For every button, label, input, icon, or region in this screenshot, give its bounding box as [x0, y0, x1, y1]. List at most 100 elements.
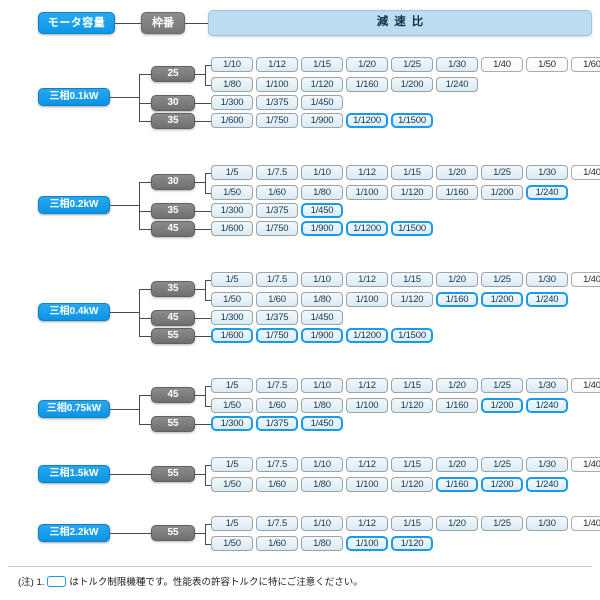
- ratio-chip[interactable]: 1/600: [211, 113, 253, 128]
- ratio-chip[interactable]: 1/10: [301, 516, 343, 531]
- ratio-chip[interactable]: 1/20: [436, 378, 478, 393]
- ratio-chip-torque-limited[interactable]: 1/240: [526, 477, 568, 492]
- ratio-chip[interactable]: 1/20: [436, 516, 478, 531]
- ratio-chip[interactable]: 1/10: [301, 378, 343, 393]
- ratio-chip-torque-limited[interactable]: 1/240: [526, 398, 568, 413]
- ratio-chip[interactable]: 1/120: [391, 398, 433, 413]
- ratio-chip-torque-limited[interactable]: 1/160: [436, 477, 478, 492]
- ratio-chip[interactable]: 1/750: [256, 113, 298, 128]
- frame-number-pill[interactable]: 45: [151, 310, 195, 326]
- ratio-chip[interactable]: 1/375: [256, 203, 298, 218]
- ratio-chip[interactable]: 1/10: [301, 272, 343, 287]
- ratio-chip[interactable]: 1/10: [211, 57, 253, 72]
- ratio-chip[interactable]: 1/80: [301, 292, 343, 307]
- ratio-chip-torque-limited[interactable]: 1/240: [526, 292, 568, 307]
- ratio-chip[interactable]: 1/900: [301, 113, 343, 128]
- ratio-chip[interactable]: 1/80: [211, 77, 253, 92]
- ratio-chip-torque-limited[interactable]: 1/900: [301, 328, 343, 343]
- ratio-chip[interactable]: 1/750: [256, 221, 298, 236]
- ratio-chip-torque-limited[interactable]: 1/1200: [346, 113, 388, 128]
- ratio-chip[interactable]: 1/80: [301, 536, 343, 551]
- ratio-chip[interactable]: 1/5: [211, 516, 253, 531]
- ratio-chip[interactable]: 1/7.5: [256, 457, 298, 472]
- ratio-chip[interactable]: 1/15: [391, 457, 433, 472]
- ratio-chip-torque-limited[interactable]: 1/1200: [346, 328, 388, 343]
- ratio-chip[interactable]: 1/20: [436, 457, 478, 472]
- ratio-chip[interactable]: 1/375: [256, 95, 298, 110]
- ratio-chip[interactable]: 1/40: [571, 516, 600, 531]
- ratio-chip-torque-limited[interactable]: 1/1200: [346, 221, 388, 236]
- ratio-chip[interactable]: 1/375: [256, 310, 298, 325]
- ratio-chip[interactable]: 1/10: [301, 165, 343, 180]
- ratio-chip[interactable]: 1/60: [256, 185, 298, 200]
- ratio-chip[interactable]: 1/200: [481, 185, 523, 200]
- ratio-chip[interactable]: 1/30: [526, 457, 568, 472]
- ratio-chip[interactable]: 1/100: [256, 77, 298, 92]
- ratio-chip[interactable]: 1/120: [391, 477, 433, 492]
- ratio-chip[interactable]: 1/50: [211, 477, 253, 492]
- ratio-chip[interactable]: 1/5: [211, 378, 253, 393]
- ratio-chip[interactable]: 1/100: [346, 292, 388, 307]
- ratio-chip-torque-limited[interactable]: 1/200: [481, 292, 523, 307]
- ratio-chip[interactable]: 1/25: [481, 516, 523, 531]
- motor-capacity-pill[interactable]: 三相0.75kW: [38, 400, 110, 418]
- ratio-chip[interactable]: 1/100: [346, 398, 388, 413]
- ratio-chip[interactable]: 1/7.5: [256, 378, 298, 393]
- ratio-chip[interactable]: 1/450: [301, 310, 343, 325]
- ratio-chip[interactable]: 1/80: [301, 398, 343, 413]
- ratio-chip[interactable]: 1/30: [526, 378, 568, 393]
- ratio-chip[interactable]: 1/50: [211, 185, 253, 200]
- ratio-chip[interactable]: 1/40: [571, 165, 600, 180]
- ratio-chip[interactable]: 1/60: [256, 398, 298, 413]
- ratio-chip[interactable]: 1/120: [391, 292, 433, 307]
- ratio-chip[interactable]: 1/5: [211, 457, 253, 472]
- frame-number-pill[interactable]: 35: [151, 203, 195, 219]
- ratio-chip-torque-limited[interactable]: 1/240: [526, 185, 568, 200]
- frame-number-pill[interactable]: 55: [151, 525, 195, 541]
- ratio-chip[interactable]: 1/15: [391, 272, 433, 287]
- motor-capacity-pill[interactable]: 三相0.2kW: [38, 196, 110, 214]
- frame-number-pill[interactable]: 35: [151, 113, 195, 129]
- ratio-chip-torque-limited[interactable]: 1/300: [211, 416, 253, 431]
- ratio-chip[interactable]: 1/7.5: [256, 165, 298, 180]
- ratio-chip-torque-limited[interactable]: 1/750: [256, 328, 298, 343]
- ratio-chip[interactable]: 1/25: [481, 457, 523, 472]
- ratio-chip[interactable]: 1/300: [211, 310, 253, 325]
- motor-capacity-pill[interactable]: 三相0.1kW: [38, 88, 110, 106]
- ratio-chip-torque-limited[interactable]: 1/450: [301, 203, 343, 218]
- ratio-chip[interactable]: 1/30: [526, 516, 568, 531]
- motor-capacity-pill[interactable]: 三相2.2kW: [38, 523, 110, 542]
- ratio-chip[interactable]: 1/12: [346, 272, 388, 287]
- ratio-chip[interactable]: 1/240: [436, 77, 478, 92]
- ratio-chip[interactable]: 1/15: [391, 378, 433, 393]
- ratio-chip[interactable]: 1/12: [256, 57, 298, 72]
- ratio-chip[interactable]: 1/60: [256, 536, 298, 551]
- ratio-chip-torque-limited[interactable]: 1/450: [301, 416, 343, 431]
- motor-capacity-pill[interactable]: 三相1.5kW: [38, 464, 110, 483]
- ratio-chip[interactable]: 1/300: [211, 95, 253, 110]
- frame-number-pill[interactable]: 30: [151, 95, 195, 111]
- frame-number-pill[interactable]: 25: [151, 66, 195, 82]
- ratio-chip[interactable]: 1/50: [211, 536, 253, 551]
- frame-number-pill[interactable]: 55: [151, 466, 195, 482]
- ratio-chip-torque-limited[interactable]: 1/1500: [391, 221, 433, 236]
- ratio-chip[interactable]: 1/30: [526, 165, 568, 180]
- ratio-chip[interactable]: 1/10: [301, 457, 343, 472]
- frame-number-pill[interactable]: 45: [151, 387, 195, 403]
- ratio-chip[interactable]: 1/12: [346, 378, 388, 393]
- ratio-chip[interactable]: 1/40: [571, 457, 600, 472]
- ratio-chip[interactable]: 1/60: [256, 477, 298, 492]
- ratio-chip[interactable]: 1/7.5: [256, 516, 298, 531]
- ratio-chip[interactable]: 1/60: [256, 292, 298, 307]
- ratio-chip[interactable]: 1/600: [211, 221, 253, 236]
- ratio-chip-torque-limited[interactable]: 1/160: [436, 292, 478, 307]
- ratio-chip[interactable]: 1/80: [301, 185, 343, 200]
- ratio-chip-torque-limited[interactable]: 1/900: [301, 221, 343, 236]
- ratio-chip-torque-limited[interactable]: 1/200: [481, 477, 523, 492]
- ratio-chip[interactable]: 1/120: [391, 185, 433, 200]
- ratio-chip[interactable]: 1/160: [436, 185, 478, 200]
- ratio-chip[interactable]: 1/20: [436, 272, 478, 287]
- ratio-chip[interactable]: 1/160: [346, 77, 388, 92]
- ratio-chip[interactable]: 1/40: [481, 57, 523, 72]
- ratio-chip[interactable]: 1/30: [526, 272, 568, 287]
